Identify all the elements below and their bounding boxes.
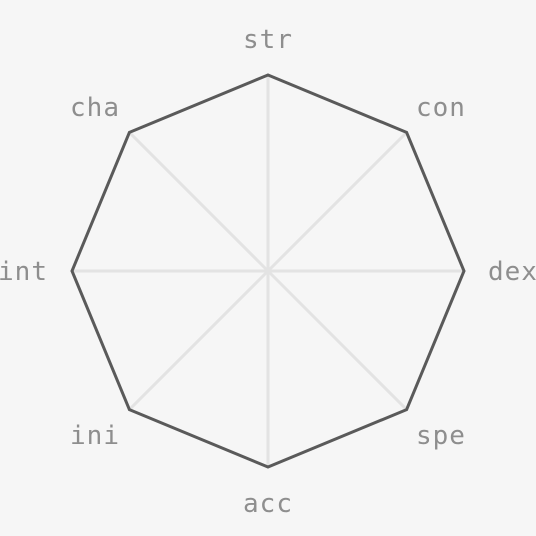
axis-label-int: int (0, 257, 48, 287)
spoke-cha (128, 131, 270, 273)
radar-spokes (72, 75, 464, 467)
stat-outline-polygon (70, 73, 466, 469)
axis-label-ini: ini (70, 421, 120, 451)
axis-label-acc: acc (243, 489, 293, 519)
spoke-con (266, 131, 408, 273)
axis-label-con: con (416, 93, 466, 123)
axis-label-spe: spe (416, 421, 466, 451)
radar-labels: str con dex spe acc ini int cha (0, 25, 536, 519)
spoke-ini (128, 269, 270, 411)
axis-label-str: str (243, 25, 293, 55)
axis-label-dex: dex (488, 257, 536, 287)
axis-label-cha: cha (70, 93, 120, 123)
spoke-spe (266, 269, 408, 411)
